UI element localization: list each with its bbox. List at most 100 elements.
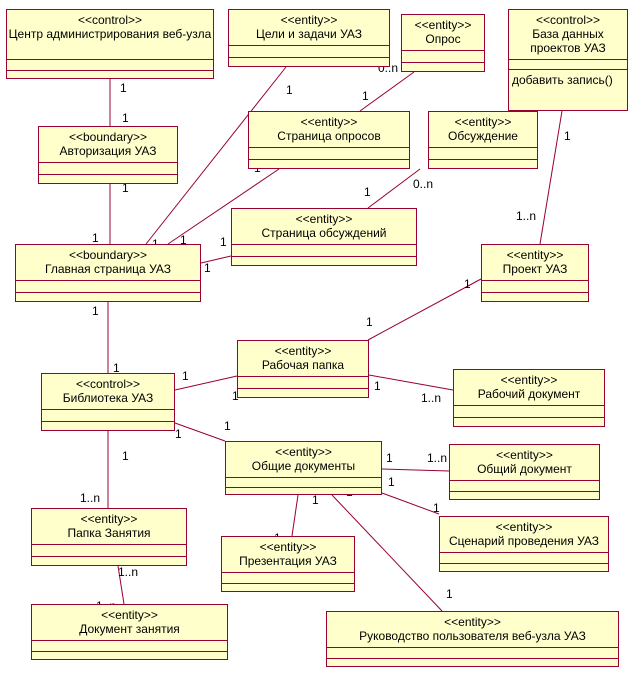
class-box-commondoc[interactable]: <<entity>>Общий документ	[449, 444, 600, 500]
multiplicity-from: 1	[120, 81, 127, 95]
class-box-poll[interactable]: <<entity>>Опрос	[401, 14, 485, 72]
attributes-separator	[454, 405, 604, 406]
class-box-project[interactable]: <<entity>>Проект УАЗ	[481, 244, 589, 302]
association-poll-pollpage	[359, 71, 415, 112]
operations-separator	[238, 388, 368, 389]
class-box-present[interactable]: <<entity>>Презентация УАЗ	[221, 536, 355, 592]
operations-separator	[440, 563, 608, 564]
class-box-main[interactable]: <<boundary>>Главная страница УАЗ	[15, 244, 201, 302]
class-header: <<entity>>Папка Занятия	[32, 509, 186, 540]
multiplicity-from: 1	[386, 451, 393, 465]
class-stereotype: <<entity>>	[275, 445, 332, 459]
class-box-discpage[interactable]: <<entity>>Страница обсуждений	[231, 208, 417, 266]
class-header: <<control>>Библиотека УАЗ	[42, 374, 174, 405]
class-box-pollpage[interactable]: <<entity>>Страница опросов	[248, 111, 410, 169]
class-name: Библиотека УАЗ	[62, 391, 154, 405]
class-header: <<entity>>Общие документы	[226, 442, 381, 473]
multiplicity-from: 1	[464, 277, 471, 291]
operations-separator	[249, 159, 409, 160]
class-name: Проект УАЗ	[502, 262, 568, 276]
attributes-separator	[32, 544, 186, 545]
class-stereotype: <<entity>>	[414, 18, 472, 32]
class-stereotype: <<entity>>	[444, 615, 501, 629]
class-box-admin[interactable]: <<control>>Центр администрирования веб-у…	[6, 9, 214, 79]
class-name: Сценарий проведения УАЗ	[448, 534, 600, 548]
attributes-separator	[509, 59, 627, 60]
association-library-common	[174, 422, 226, 442]
class-name: Цели и задачи УАЗ	[255, 27, 363, 41]
association-common-manual	[331, 494, 443, 612]
class-name: Общий документ	[477, 462, 572, 476]
class-stereotype: <<entity>>	[496, 448, 553, 462]
class-box-goals[interactable]: <<entity>>Цели и задачи УАЗ	[228, 9, 390, 67]
class-name: Опрос	[425, 32, 461, 46]
class-stereotype: <<boundary>>	[68, 248, 148, 262]
attributes-separator	[226, 477, 381, 478]
multiplicity-to: 1	[92, 231, 99, 245]
association-common-commondoc	[381, 468, 450, 472]
operations-separator	[482, 292, 588, 293]
attributes-separator	[440, 552, 608, 553]
association-discpage-main	[200, 255, 232, 264]
class-box-library[interactable]: <<control>>Библиотека УАЗ	[41, 373, 175, 431]
multiplicity-to: 1	[204, 261, 211, 275]
attributes-separator	[222, 572, 354, 573]
class-name: Презентация УАЗ	[239, 554, 337, 568]
class-box-discuss[interactable]: <<entity>>Обсуждение	[428, 111, 538, 169]
class-stereotype: <<entity>>	[300, 115, 358, 129]
class-stereotype: <<entity>>	[259, 540, 317, 554]
operations-separator	[222, 583, 354, 584]
class-box-auth[interactable]: <<boundary>>Авторизация УАЗ	[38, 126, 178, 184]
operations-separator	[429, 159, 537, 160]
attributes-separator	[482, 280, 588, 281]
multiplicity-to: 1..n	[80, 491, 101, 505]
attributes-separator	[16, 280, 200, 281]
multiplicity-from: 1	[286, 83, 293, 97]
attributes-separator	[229, 45, 389, 46]
class-box-manual[interactable]: <<entity>>Руководство пользователя веб-у…	[326, 611, 619, 667]
class-header: <<control>>База данных проектов УАЗ	[509, 10, 627, 55]
multiplicity-from: 1	[175, 427, 182, 441]
class-header: <<entity>>Опрос	[402, 15, 484, 46]
class-stereotype: <<control>>	[77, 13, 143, 27]
class-box-lesson[interactable]: <<entity>>Папка Занятия	[31, 508, 187, 566]
association-workf-workdoc	[368, 374, 454, 391]
operations-separator	[39, 174, 177, 175]
class-box-lessondoc[interactable]: <<entity>>Документ занятия	[31, 604, 228, 660]
operations-separator	[454, 417, 604, 418]
operations-separator	[16, 292, 200, 293]
attributes-separator	[450, 480, 599, 481]
multiplicity-from: 1	[122, 181, 129, 195]
attributes-separator	[402, 50, 484, 51]
class-header: <<entity>>Руководство пользователя веб-у…	[327, 612, 618, 643]
operations-separator	[226, 487, 381, 488]
class-stereotype: <<entity>>	[295, 212, 353, 226]
multiplicity-to: 1	[446, 587, 453, 601]
multiplicity-to: 1	[364, 185, 371, 199]
association-lesson-lessondoc	[117, 565, 125, 605]
operations-separator	[232, 256, 416, 257]
class-stereotype: <<entity>>	[274, 344, 332, 358]
association-db-project	[539, 110, 563, 245]
class-box-scenario[interactable]: <<entity>>Сценарий проведения УАЗ	[439, 516, 609, 572]
class-box-workf[interactable]: <<entity>>Рабочая папка	[237, 340, 369, 398]
class-stereotype: <<control>>	[535, 13, 601, 27]
class-header: <<entity>>Рабочий документ	[454, 370, 604, 401]
class-header: <<entity>>Презентация УАЗ	[222, 537, 354, 568]
class-name: Рабочий документ	[477, 387, 581, 401]
operations-separator	[327, 658, 618, 659]
class-box-workdoc[interactable]: <<entity>>Рабочий документ	[453, 369, 605, 427]
class-name: Авторизация УАЗ	[59, 144, 157, 158]
operations-separator	[32, 651, 227, 652]
operations-separator	[509, 69, 627, 70]
multiplicity-to: 1..n	[421, 391, 442, 405]
multiplicity-from: 1	[122, 449, 129, 463]
multiplicity-from: 1	[312, 493, 319, 507]
class-header: <<entity>>Документ занятия	[32, 605, 227, 636]
attributes-separator	[39, 162, 177, 163]
class-box-common[interactable]: <<entity>>Общие документы	[225, 441, 382, 495]
multiplicity-from: 0..n	[413, 177, 434, 191]
